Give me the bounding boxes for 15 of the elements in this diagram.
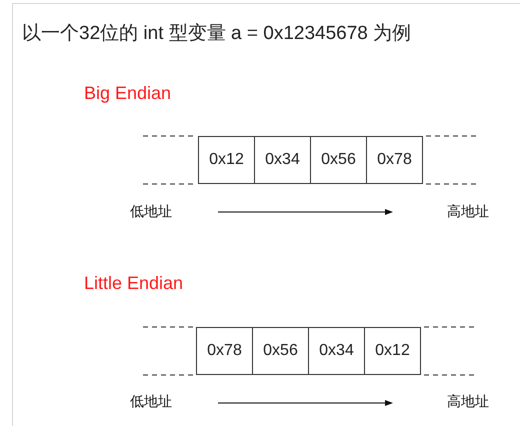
memory-cell: 0x78: [366, 136, 423, 184]
address-label: 低地址: [130, 203, 172, 221]
memory-cell: 0x78: [196, 327, 253, 375]
address-label: 高地址: [447, 393, 489, 411]
memory-cell: 0x56: [252, 327, 309, 375]
memory-cell: 0x34: [308, 327, 365, 375]
memory-cell: 0x34: [254, 136, 311, 184]
memory-cell: 0x56: [310, 136, 367, 184]
memory-cell: 0x12: [364, 327, 421, 375]
title: 以一个32位的 int 型变量 a = 0x12345678 为例: [22, 22, 412, 46]
address-label: 高地址: [447, 203, 489, 221]
memory-cell: 0x12: [198, 136, 255, 184]
section-heading: Little Endian: [84, 273, 184, 294]
address-label: 低地址: [130, 393, 172, 411]
section-heading: Big Endian: [84, 83, 172, 104]
